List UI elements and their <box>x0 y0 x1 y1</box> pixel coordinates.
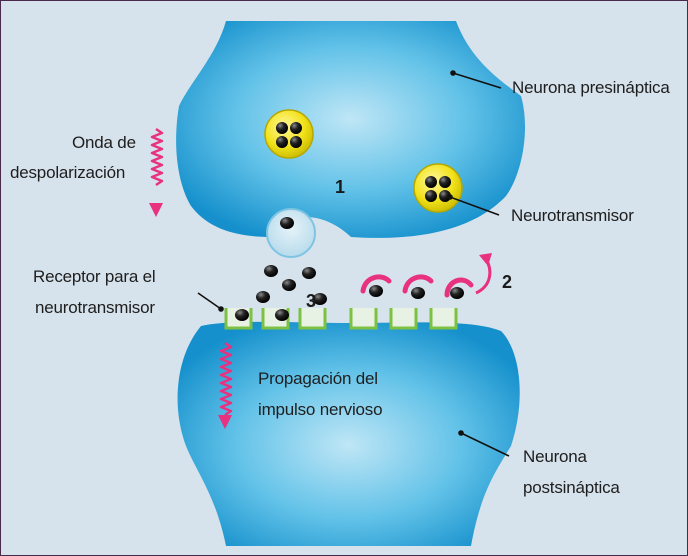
receptor-label-line1: Receptor para el <box>33 266 155 287</box>
receptor-label-line2: neurotransmisor <box>35 297 155 318</box>
postsynaptic-label-line1: Neurona <box>523 446 587 467</box>
vesicle-right <box>414 164 462 212</box>
vesicle-left <box>265 110 313 158</box>
postsynaptic-label-line2: postsináptica <box>523 477 620 498</box>
reuptake-arrow <box>476 253 492 293</box>
neurotransmitter-label: Neurotransmisor <box>511 205 634 226</box>
step-number-2: 2 <box>502 272 512 293</box>
depolarization-arrow <box>149 129 163 217</box>
depolarization-label-line2: despolarización <box>10 162 125 183</box>
presynaptic-neuron-label: Neurona presináptica <box>512 77 670 98</box>
propagation-label-line2: impulso nervioso <box>258 399 382 420</box>
propagation-label-line1: Propagación del <box>258 368 378 389</box>
reuptake-molecules <box>363 277 471 299</box>
step-number-3: 3 <box>306 291 316 312</box>
depolarization-label-line1: Onda de <box>72 132 136 153</box>
step-number-1: 1 <box>335 177 345 198</box>
exocytosis-pocket <box>267 209 315 257</box>
